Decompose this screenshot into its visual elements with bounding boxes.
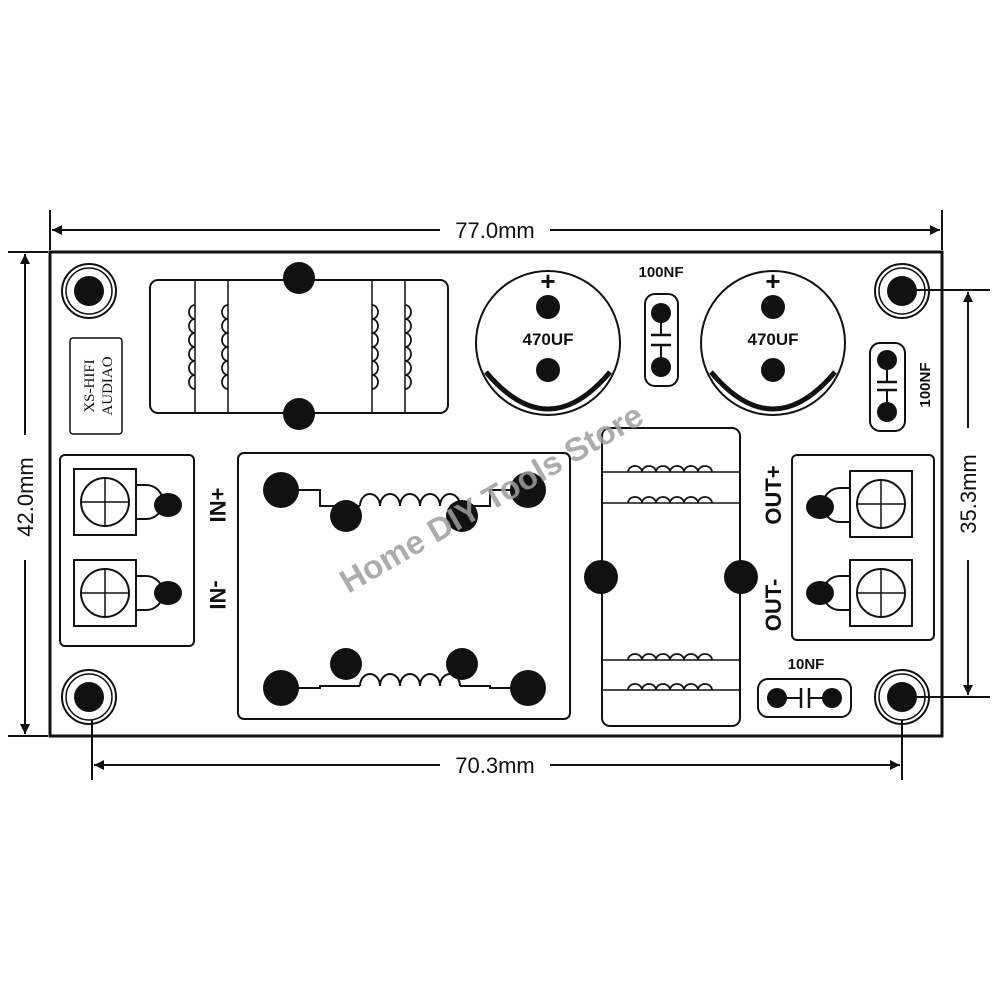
dimension-hole-spacing-vertical-label: 35.3mm bbox=[956, 454, 981, 533]
output-plus-label: OUT+ bbox=[761, 465, 786, 524]
electrolytic-capacitor-left: + 470UF bbox=[475, 266, 621, 416]
brand-line-1: XS-HIFI bbox=[82, 359, 98, 412]
dimension-height-total: 42.0mm bbox=[8, 251, 48, 737]
dimension-width-total-label: 77.0mm bbox=[455, 218, 534, 243]
mounting-hole-bottom-right bbox=[874, 669, 930, 725]
mounting-hole-bottom-left bbox=[61, 669, 117, 725]
film-cap-bottom-label: 10NF bbox=[788, 656, 825, 673]
inductor-block-center bbox=[237, 452, 571, 720]
cap-right-plus-sign: + bbox=[765, 266, 780, 296]
input-terminal-block: +NI -NI bbox=[59, 454, 230, 647]
output-minus-label: OUT- bbox=[761, 579, 786, 632]
film-capacitor-right: 100NF bbox=[869, 342, 934, 432]
pcb-board-outline bbox=[48, 250, 944, 738]
mounting-hole-top-right bbox=[874, 263, 930, 319]
input-plus-label: +NI bbox=[205, 488, 230, 523]
electrolytic-capacitor-right: + 470UF bbox=[700, 266, 846, 416]
film-cap-top-label: 100NF bbox=[638, 264, 683, 281]
cap-right-value: 470UF bbox=[747, 330, 798, 349]
film-capacitor-bottom: 10NF bbox=[757, 656, 852, 718]
choke-right bbox=[584, 427, 758, 727]
choke-top-pad-1 bbox=[283, 262, 315, 294]
dimension-hole-spacing-horizontal: 70.3mm bbox=[91, 720, 903, 780]
dimension-hole-spacing-horizontal-label: 70.3mm bbox=[455, 753, 534, 778]
film-cap-right-label: 100NF bbox=[917, 362, 934, 407]
mounting-hole-top-left bbox=[61, 263, 117, 319]
choke-top-pad-2 bbox=[283, 398, 315, 430]
output-terminal-block: OUT+ OUT- bbox=[761, 454, 935, 641]
choke-top bbox=[149, 262, 449, 430]
cap-left-value: 470UF bbox=[522, 330, 573, 349]
dimension-width-total: 77.0mm bbox=[49, 210, 943, 250]
film-capacitor-top: 100NF bbox=[638, 264, 684, 387]
input-minus-label: -NI bbox=[205, 580, 230, 609]
cap-left-plus-sign: + bbox=[540, 266, 555, 296]
dimension-hole-spacing-vertical: 35.3mm bbox=[915, 289, 990, 698]
dimension-height-total-label: 42.0mm bbox=[13, 457, 38, 536]
brand-line-2: AUDIAO bbox=[100, 356, 116, 415]
brand-label: XS-HIFI AUDIAO bbox=[69, 337, 123, 435]
